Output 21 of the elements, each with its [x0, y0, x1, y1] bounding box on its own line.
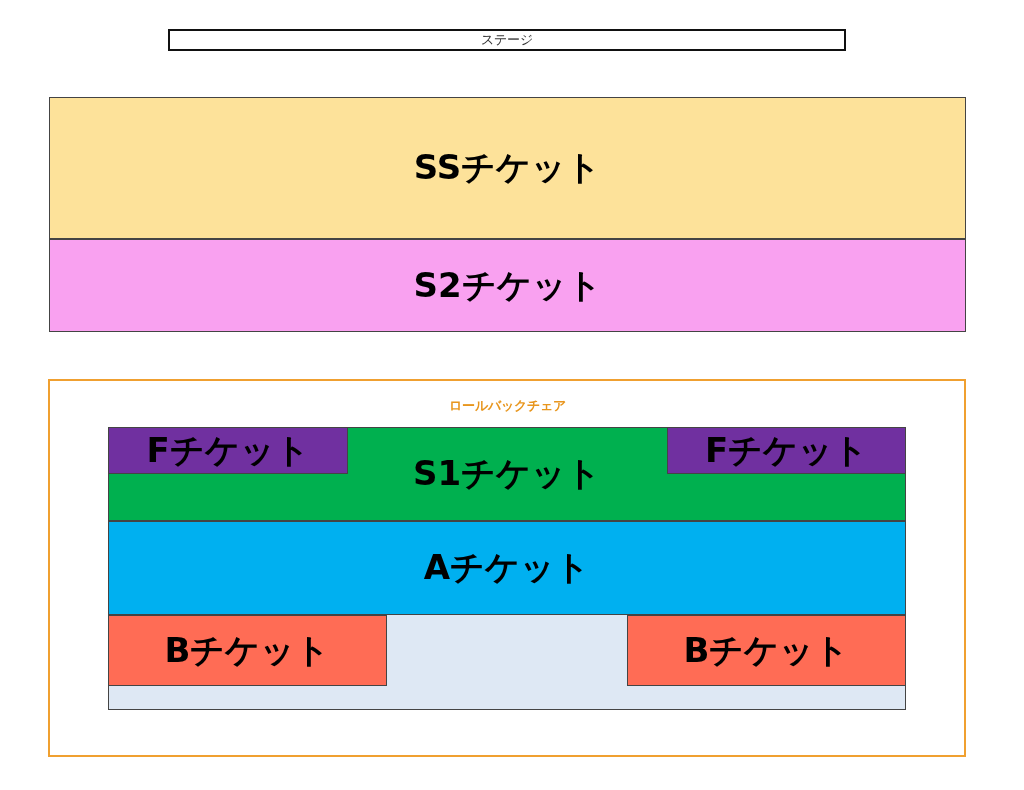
seating-block	[667, 427, 906, 474]
frame-title: ロールバックチェア	[448, 397, 566, 415]
section-label: Bチケット	[164, 628, 331, 672]
section-label: Fチケット	[704, 428, 869, 472]
seating-block	[627, 615, 906, 686]
floor-area	[108, 427, 906, 710]
seating-block	[49, 97, 966, 239]
seating-block	[108, 521, 906, 615]
section-label: S1チケット	[412, 452, 602, 495]
section-label: Aチケット	[423, 546, 591, 589]
stage-label: ステージ	[481, 31, 533, 49]
seating-block	[108, 427, 348, 474]
section-label: SSチケット	[413, 146, 602, 189]
stage-box	[168, 29, 846, 51]
seating-block	[108, 615, 387, 686]
section-label: Fチケット	[146, 428, 310, 472]
seating-block	[49, 239, 966, 332]
seating-block	[108, 427, 906, 521]
seating-area-frame	[48, 379, 966, 757]
section-label: S2チケット	[413, 263, 602, 307]
section-label: Bチケット	[683, 628, 850, 672]
